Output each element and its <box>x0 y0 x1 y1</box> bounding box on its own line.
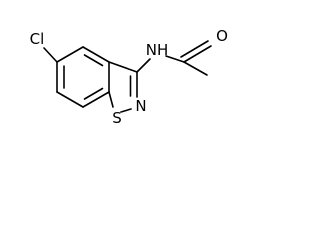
bond-nh-carbonyl <box>165 55 185 63</box>
bond-c3a-c4 <box>82 91 110 108</box>
bond-carbonyl-o-double <box>180 40 209 58</box>
bond-c1-cl <box>43 47 58 63</box>
atom-label-n: N <box>135 97 146 115</box>
atom-label-s: S <box>112 109 122 127</box>
bond-c3a-c4-inner <box>83 87 104 100</box>
atom-label-o: O <box>216 27 228 45</box>
bond-c7-nh <box>136 58 151 73</box>
bond-c2-c3-inner <box>83 54 104 67</box>
bond-c1-c2 <box>56 46 84 63</box>
bond-s-c3a <box>108 91 114 108</box>
molecule-structure: Cl NH O S N <box>30 27 228 127</box>
bond-c4-c5 <box>56 91 84 108</box>
bond-n-s <box>120 108 132 113</box>
bond-c3-c7 <box>108 61 138 73</box>
bond-carbonyl-methyl <box>183 61 208 76</box>
atom-label-cl: Cl <box>30 30 45 48</box>
bond-c2-c3 <box>82 46 110 63</box>
bond-carbonyl-o <box>183 45 212 63</box>
atom-label-nh: NH <box>146 41 169 59</box>
